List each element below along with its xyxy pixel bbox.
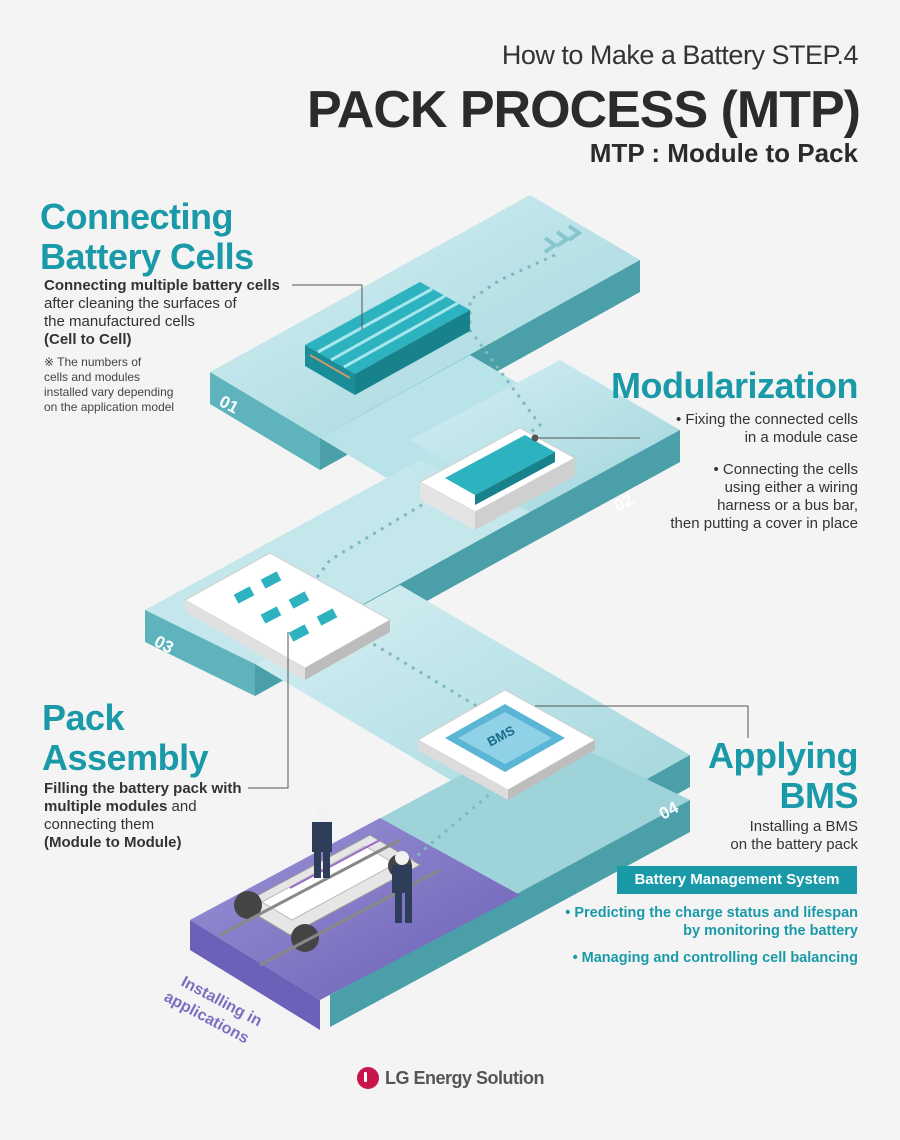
chevron-start-icon	[543, 224, 583, 254]
step-02-bullet2-line4: then putting a cover in place	[670, 515, 858, 532]
step-02-bullet2-line3: harness or a bus bar,	[717, 497, 858, 514]
header-tagline: MTP : Module to Pack	[589, 138, 858, 168]
step-01-note-line3: installed vary depending	[44, 385, 174, 399]
step-01-note-line4: on the application model	[44, 400, 175, 414]
battery-pack-illustration	[183, 552, 392, 680]
step-02-bullet1: • Fixing the connected cells in a module…	[598, 411, 858, 447]
step-03-title-line1: Pack	[42, 697, 125, 738]
battery-cells-illustration	[305, 282, 470, 395]
page-title: PACK PROCESS (MTP)	[306, 81, 861, 139]
step-03-title-line2: Assembly	[42, 737, 209, 778]
step-02-bullet1-line1: • Fixing the connected cells	[675, 411, 858, 428]
step-04-desc-line1: Installing a BMS	[749, 818, 858, 835]
step-01-desc-line3: the manufactured cells	[44, 313, 195, 330]
worker-figures-illustration	[312, 808, 412, 923]
step-02-bullet2: • Connecting the cells using either a wi…	[598, 461, 858, 533]
brand-logo: LG Energy Solution	[357, 1066, 545, 1090]
step-03-title: Pack Assembly	[42, 697, 209, 778]
step-01-note-line1: ※ The numbers of	[44, 355, 142, 369]
bms-bullet1-line1: • Predicting the charge status and lifes…	[565, 905, 858, 921]
bms-bullet1-line2: by monitoring the battery	[683, 923, 858, 939]
step-01-note-line2: cells and modules	[44, 370, 141, 384]
step-02-bullet1-line2: in a module case	[744, 429, 858, 446]
step-04-title-line2: BMS	[779, 775, 859, 816]
step-01-title-line1: Connecting	[40, 196, 233, 237]
step-04-title: Applying BMS	[708, 736, 858, 816]
step-03-desc-rest: and	[167, 798, 197, 815]
step-03-description: Filling the battery pack with multiple m…	[44, 780, 284, 852]
step-04-description: Installing a BMS on the battery pack	[658, 818, 858, 854]
step-04-title-line1: Applying	[708, 735, 858, 776]
step-01-note: ※ The numbers of cells and modules insta…	[44, 355, 214, 415]
step-02-title: Modularization	[611, 365, 859, 406]
bms-chip-illustration	[416, 689, 597, 800]
module-case-illustration	[418, 427, 577, 530]
step-01-title: Connecting Battery Cells	[40, 197, 254, 277]
bms-bullet2: • Managing and controlling cell balancin…	[572, 950, 858, 966]
step-02-bullet2-line2: using either a wiring	[724, 479, 858, 496]
bms-label-box: Battery Management System	[617, 866, 857, 894]
brand-name: LG Energy Solution	[385, 1067, 545, 1088]
header-subtitle: How to Make a Battery STEP.4	[501, 40, 859, 70]
step-01-desc-tag: (Cell to Cell)	[44, 331, 132, 348]
step-03-desc-tag: (Module to Module)	[44, 834, 182, 851]
step-04-desc-line2: on the battery pack	[730, 836, 858, 853]
step-03-desc-bold2: multiple modules	[44, 798, 168, 815]
step-03-desc-line3: connecting them	[44, 816, 155, 833]
final-stage-platform	[190, 818, 520, 1030]
step-01-title-line2: Battery Cells	[40, 236, 254, 277]
leader-lines	[248, 284, 749, 789]
lg-logo-icon	[357, 1067, 379, 1089]
step-02-bullet2-line1: • Connecting the cells	[713, 461, 859, 478]
step-01-desc-line2: after cleaning the surfaces of	[44, 295, 237, 312]
step-03-desc-bold1: Filling the battery pack with	[44, 780, 242, 797]
step-01-description: Connecting multiple battery cells after …	[44, 277, 294, 349]
step-01-desc-bold: Connecting multiple battery cells	[44, 277, 280, 294]
bms-bullet1: • Predicting the charge status and lifes…	[528, 904, 858, 940]
